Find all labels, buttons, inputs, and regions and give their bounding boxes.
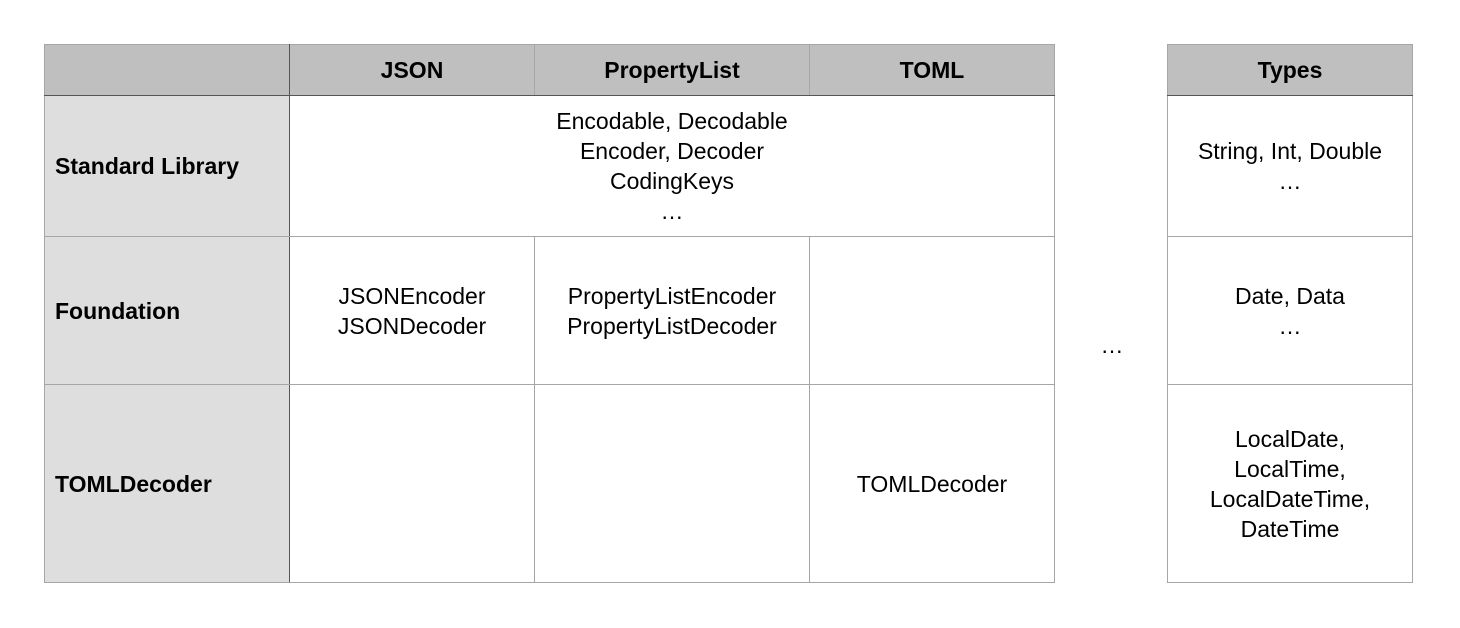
format-matrix-table: JSON PropertyList TOML Standard Library … bbox=[44, 44, 1055, 583]
foundation-json-cell: JSONEncoder JSONDecoder bbox=[289, 236, 535, 385]
types-localdatetime-text: LocalDateTime, bbox=[1209, 485, 1371, 512]
row-foundation: Foundation JSONEncoder JSONDecoder Prope… bbox=[44, 236, 1055, 385]
types-primitives-ellipsis: … bbox=[1278, 168, 1302, 194]
ellipsis-line: … bbox=[660, 198, 684, 224]
plist-encoder-text: PropertyListEncoder bbox=[567, 282, 777, 309]
types-foundation-cell: Date, Data … bbox=[1167, 236, 1413, 385]
types-row-standard-library: String, Int, Double … bbox=[1167, 95, 1413, 237]
tomldecoder-json-cell bbox=[289, 384, 535, 583]
column-header-types: Types bbox=[1167, 44, 1413, 96]
types-table: Types String, Int, Double … Date, Data …… bbox=[1167, 44, 1413, 583]
row-header-tomldecoder: TOMLDecoder bbox=[44, 384, 290, 583]
json-decoder-text: JSONDecoder bbox=[337, 312, 487, 339]
row-standard-library: Standard Library Encodable, Decodable En… bbox=[44, 95, 1055, 237]
toml-decoder-text: TOMLDecoder bbox=[856, 470, 1008, 497]
types-standard-library-cell: String, Int, Double … bbox=[1167, 95, 1413, 237]
types-row-foundation: Date, Data … bbox=[1167, 236, 1413, 385]
corner-cell bbox=[44, 44, 290, 96]
row-header-standard-library: Standard Library bbox=[44, 95, 290, 237]
types-tomldecoder-cell: LocalDate, LocalTime, LocalDateTime, Dat… bbox=[1167, 384, 1413, 583]
tomldecoder-propertylist-cell bbox=[534, 384, 810, 583]
codingkeys-line: CodingKeys bbox=[609, 168, 735, 194]
types-primitives-text: String, Int, Double bbox=[1197, 138, 1383, 164]
foundation-toml-cell bbox=[809, 236, 1055, 385]
types-row-tomldecoder: LocalDate, LocalTime, LocalDateTime, Dat… bbox=[1167, 384, 1413, 583]
row-tomldecoder: TOMLDecoder TOMLDecoder bbox=[44, 384, 1055, 583]
column-header-toml: TOML bbox=[809, 44, 1055, 96]
types-datetime-text: DateTime bbox=[1240, 515, 1340, 542]
row-header-foundation: Foundation bbox=[44, 236, 290, 385]
header-row: JSON PropertyList TOML bbox=[44, 44, 1055, 96]
coders-line: Encoder, Decoder bbox=[579, 138, 765, 164]
types-foundation-ellipsis: … bbox=[1278, 312, 1302, 339]
tomldecoder-toml-cell: TOMLDecoder bbox=[809, 384, 1055, 583]
protocols-line: Encodable, Decodable bbox=[556, 108, 788, 134]
column-header-json: JSON bbox=[289, 44, 535, 96]
json-encoder-text: JSONEncoder bbox=[338, 282, 486, 309]
column-header-propertylist: PropertyList bbox=[534, 44, 810, 96]
types-localtime-text: LocalTime, bbox=[1234, 455, 1346, 482]
foundation-propertylist-cell: PropertyListEncoder PropertyListDecoder bbox=[534, 236, 810, 385]
plist-decoder-text: PropertyListDecoder bbox=[567, 312, 777, 339]
column-ellipsis: … bbox=[1100, 332, 1124, 358]
types-header-row: Types bbox=[1167, 44, 1413, 96]
standard-library-merged-cell: Encodable, Decodable Encoder, Decoder Co… bbox=[289, 95, 1055, 237]
types-foundation-text: Date, Data bbox=[1235, 282, 1345, 309]
types-localdate-text: LocalDate, bbox=[1235, 425, 1345, 452]
